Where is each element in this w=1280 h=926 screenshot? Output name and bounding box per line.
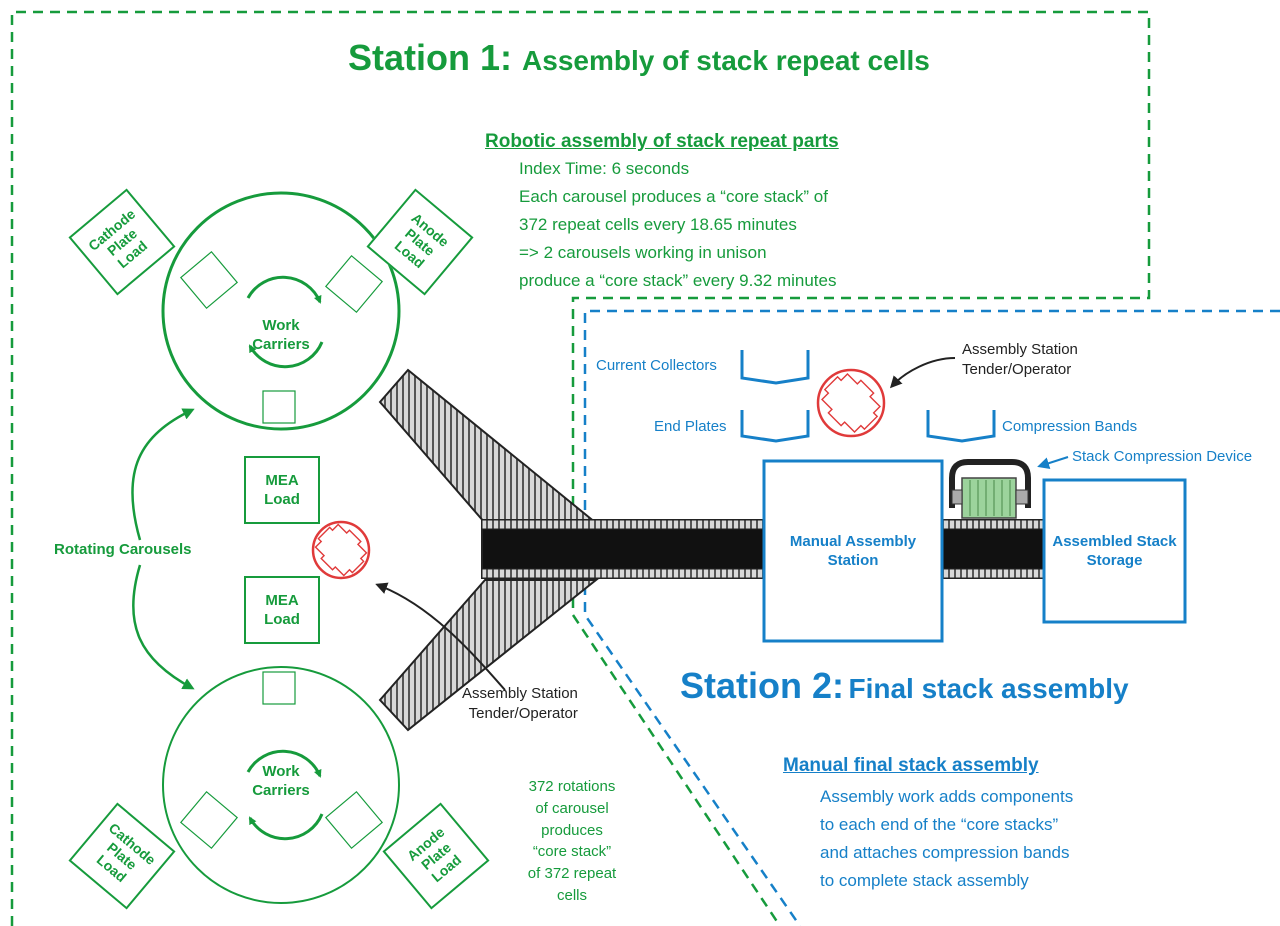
station2-title-number: Station 2:: [680, 665, 845, 706]
station2-boundary: [583, 309, 1280, 926]
station1-line-5: produce a “core stack” every 9.32 minute…: [519, 271, 837, 290]
station1-boundary: [10, 10, 1151, 926]
operator2-label: Assembly Station Tender/Operator: [962, 341, 1078, 379]
station1-section-heading: Robotic assembly of stack repeat parts: [485, 131, 839, 152]
bottom-cathode-load-label: Cathode Plate Load: [93, 819, 159, 886]
station2-line-4: to complete stack assembly: [820, 871, 1029, 890]
bottom-rotation-arrow-top: [246, 749, 322, 778]
station1-title-number: Station 1:: [348, 37, 513, 78]
station2-title: Station 2: Final stack assembly: [680, 668, 1129, 704]
stack-compression-device-label: Stack Compression Device: [1072, 448, 1253, 465]
rotating-carousels-arrow-down: [132, 564, 195, 690]
top-feeder-conveyor: [378, 368, 599, 524]
assembled-stack-storage-box: [1042, 478, 1187, 624]
station2-section-heading: Manual final stack assembly: [783, 755, 1039, 776]
manual-assembly-station-box: [762, 459, 944, 643]
top-cathode-load-label: Cathode Plate Load: [85, 205, 151, 272]
top-rotation-arrow-top: [246, 275, 322, 304]
end-plates-tray: [740, 410, 810, 443]
operator-station2-icon: [816, 368, 886, 438]
operator1-pointer: [375, 582, 506, 691]
station1-line-3: 372 repeat cells every 18.65 minutes: [519, 215, 797, 234]
stack-compression-device: [949, 459, 1031, 519]
station2-line-3: and attaches compression bands: [820, 843, 1070, 862]
mea-load-top-box: MEA Load: [244, 456, 320, 524]
top-carousel: [161, 191, 401, 431]
station2-line-2: to each end of the “core stacks”: [820, 815, 1059, 834]
current-collectors-tray: [740, 350, 810, 385]
station1-line-1: Index Time: 6 seconds: [519, 159, 690, 178]
compression-bands-tray: [926, 410, 996, 443]
bottom-feeder-conveyor: [378, 579, 599, 732]
end-plates-label: End Plates: [654, 418, 727, 435]
top-rotation-arrow-bottom: [248, 341, 324, 369]
operator1-label: Assembly Station Tender/Operator: [462, 685, 578, 723]
station1-title: Station 1: Assembly of stack repeat cell…: [348, 40, 930, 76]
bottom-carousel: [162, 666, 400, 904]
operator-station1-icon: [311, 520, 371, 580]
compression-bands-label: Compression Bands: [1002, 418, 1138, 435]
compression-device-pointer: [1037, 456, 1069, 469]
rotating-carousels-label: Rotating Carousels: [54, 541, 192, 558]
rotating-carousels-arrow-up: [131, 408, 195, 541]
top-anode-load-label: Anode Plate Load: [391, 209, 453, 272]
assembled-stack-storage-label: Assembled Stack Storage: [1052, 532, 1177, 570]
station1-title-text: Assembly of stack repeat cells: [522, 45, 930, 76]
bottom-anode-load-label: Anode Plate Load: [403, 823, 465, 886]
top-work-carriers-label: Work Carriers: [252, 316, 310, 354]
bottom-work-carriers-label: Work Carriers: [252, 762, 310, 800]
station1-line-2: Each carousel produces a “core stack” of: [519, 187, 828, 206]
current-collectors-label: Current Collectors: [596, 357, 717, 374]
bottom-rotation-arrow-bottom: [248, 813, 324, 841]
station1-line-4: => 2 carousels working in unison: [519, 243, 767, 262]
rotation-note: 372 rotations of carousel produces “core…: [527, 778, 617, 904]
station2-line-1: Assembly work adds components: [820, 787, 1074, 806]
manual-assembly-station-label: Manual Assembly Station: [789, 532, 917, 570]
operator2-pointer: [889, 357, 956, 389]
station2-title-text: Final stack assembly: [848, 673, 1129, 704]
mea-load-bottom-box: MEA Load: [244, 576, 320, 644]
